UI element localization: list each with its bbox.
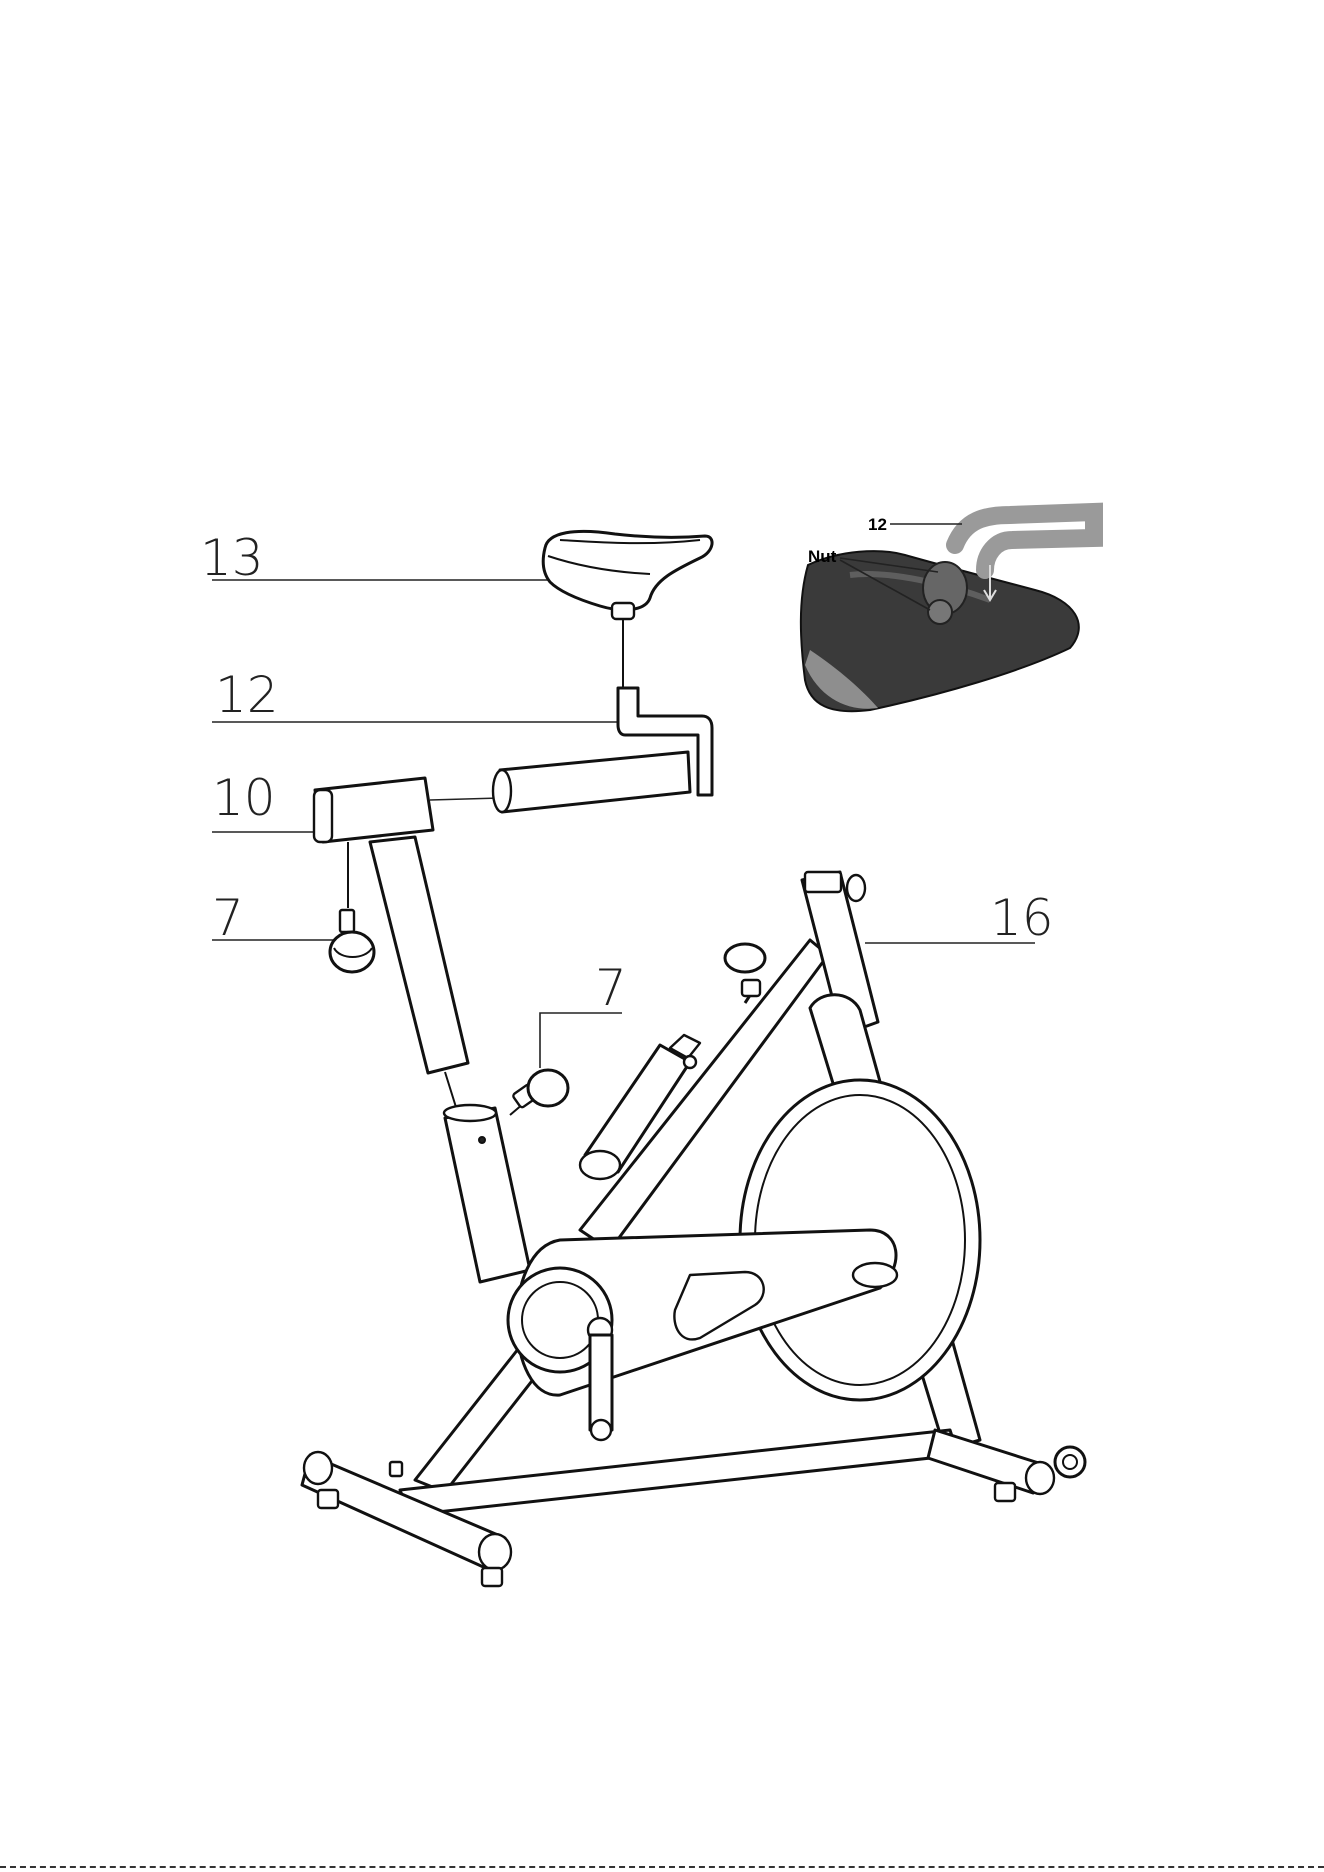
knob-center-part [510, 1070, 568, 1115]
part-label-7-center: 7 [595, 959, 627, 1017]
part-label-13: 13 [200, 529, 264, 587]
part-label-7-left: 7 [212, 889, 244, 947]
label-group-7-left: 7 [212, 889, 338, 947]
seat-post-part [493, 688, 712, 812]
label-group-7-center: 7 [540, 959, 627, 1068]
knob-left-part [330, 910, 374, 972]
leader-line-7-center [540, 1013, 622, 1068]
page-bottom-rule [0, 1866, 1324, 1868]
part-label-12: 12 [215, 666, 279, 724]
part-label-16: 16 [990, 889, 1054, 947]
saddle-photo-inset: 12 Nut [801, 512, 1094, 711]
label-group-12: 12 [212, 666, 622, 724]
saddle-part [543, 531, 712, 688]
part-label-10: 10 [212, 769, 276, 827]
inset-label-nut: Nut [808, 547, 837, 566]
leader-line-10b [430, 798, 500, 800]
label-group-13: 13 [200, 529, 560, 587]
label-group-16: 16 [865, 889, 1054, 947]
inset-label-12: 12 [868, 515, 887, 534]
